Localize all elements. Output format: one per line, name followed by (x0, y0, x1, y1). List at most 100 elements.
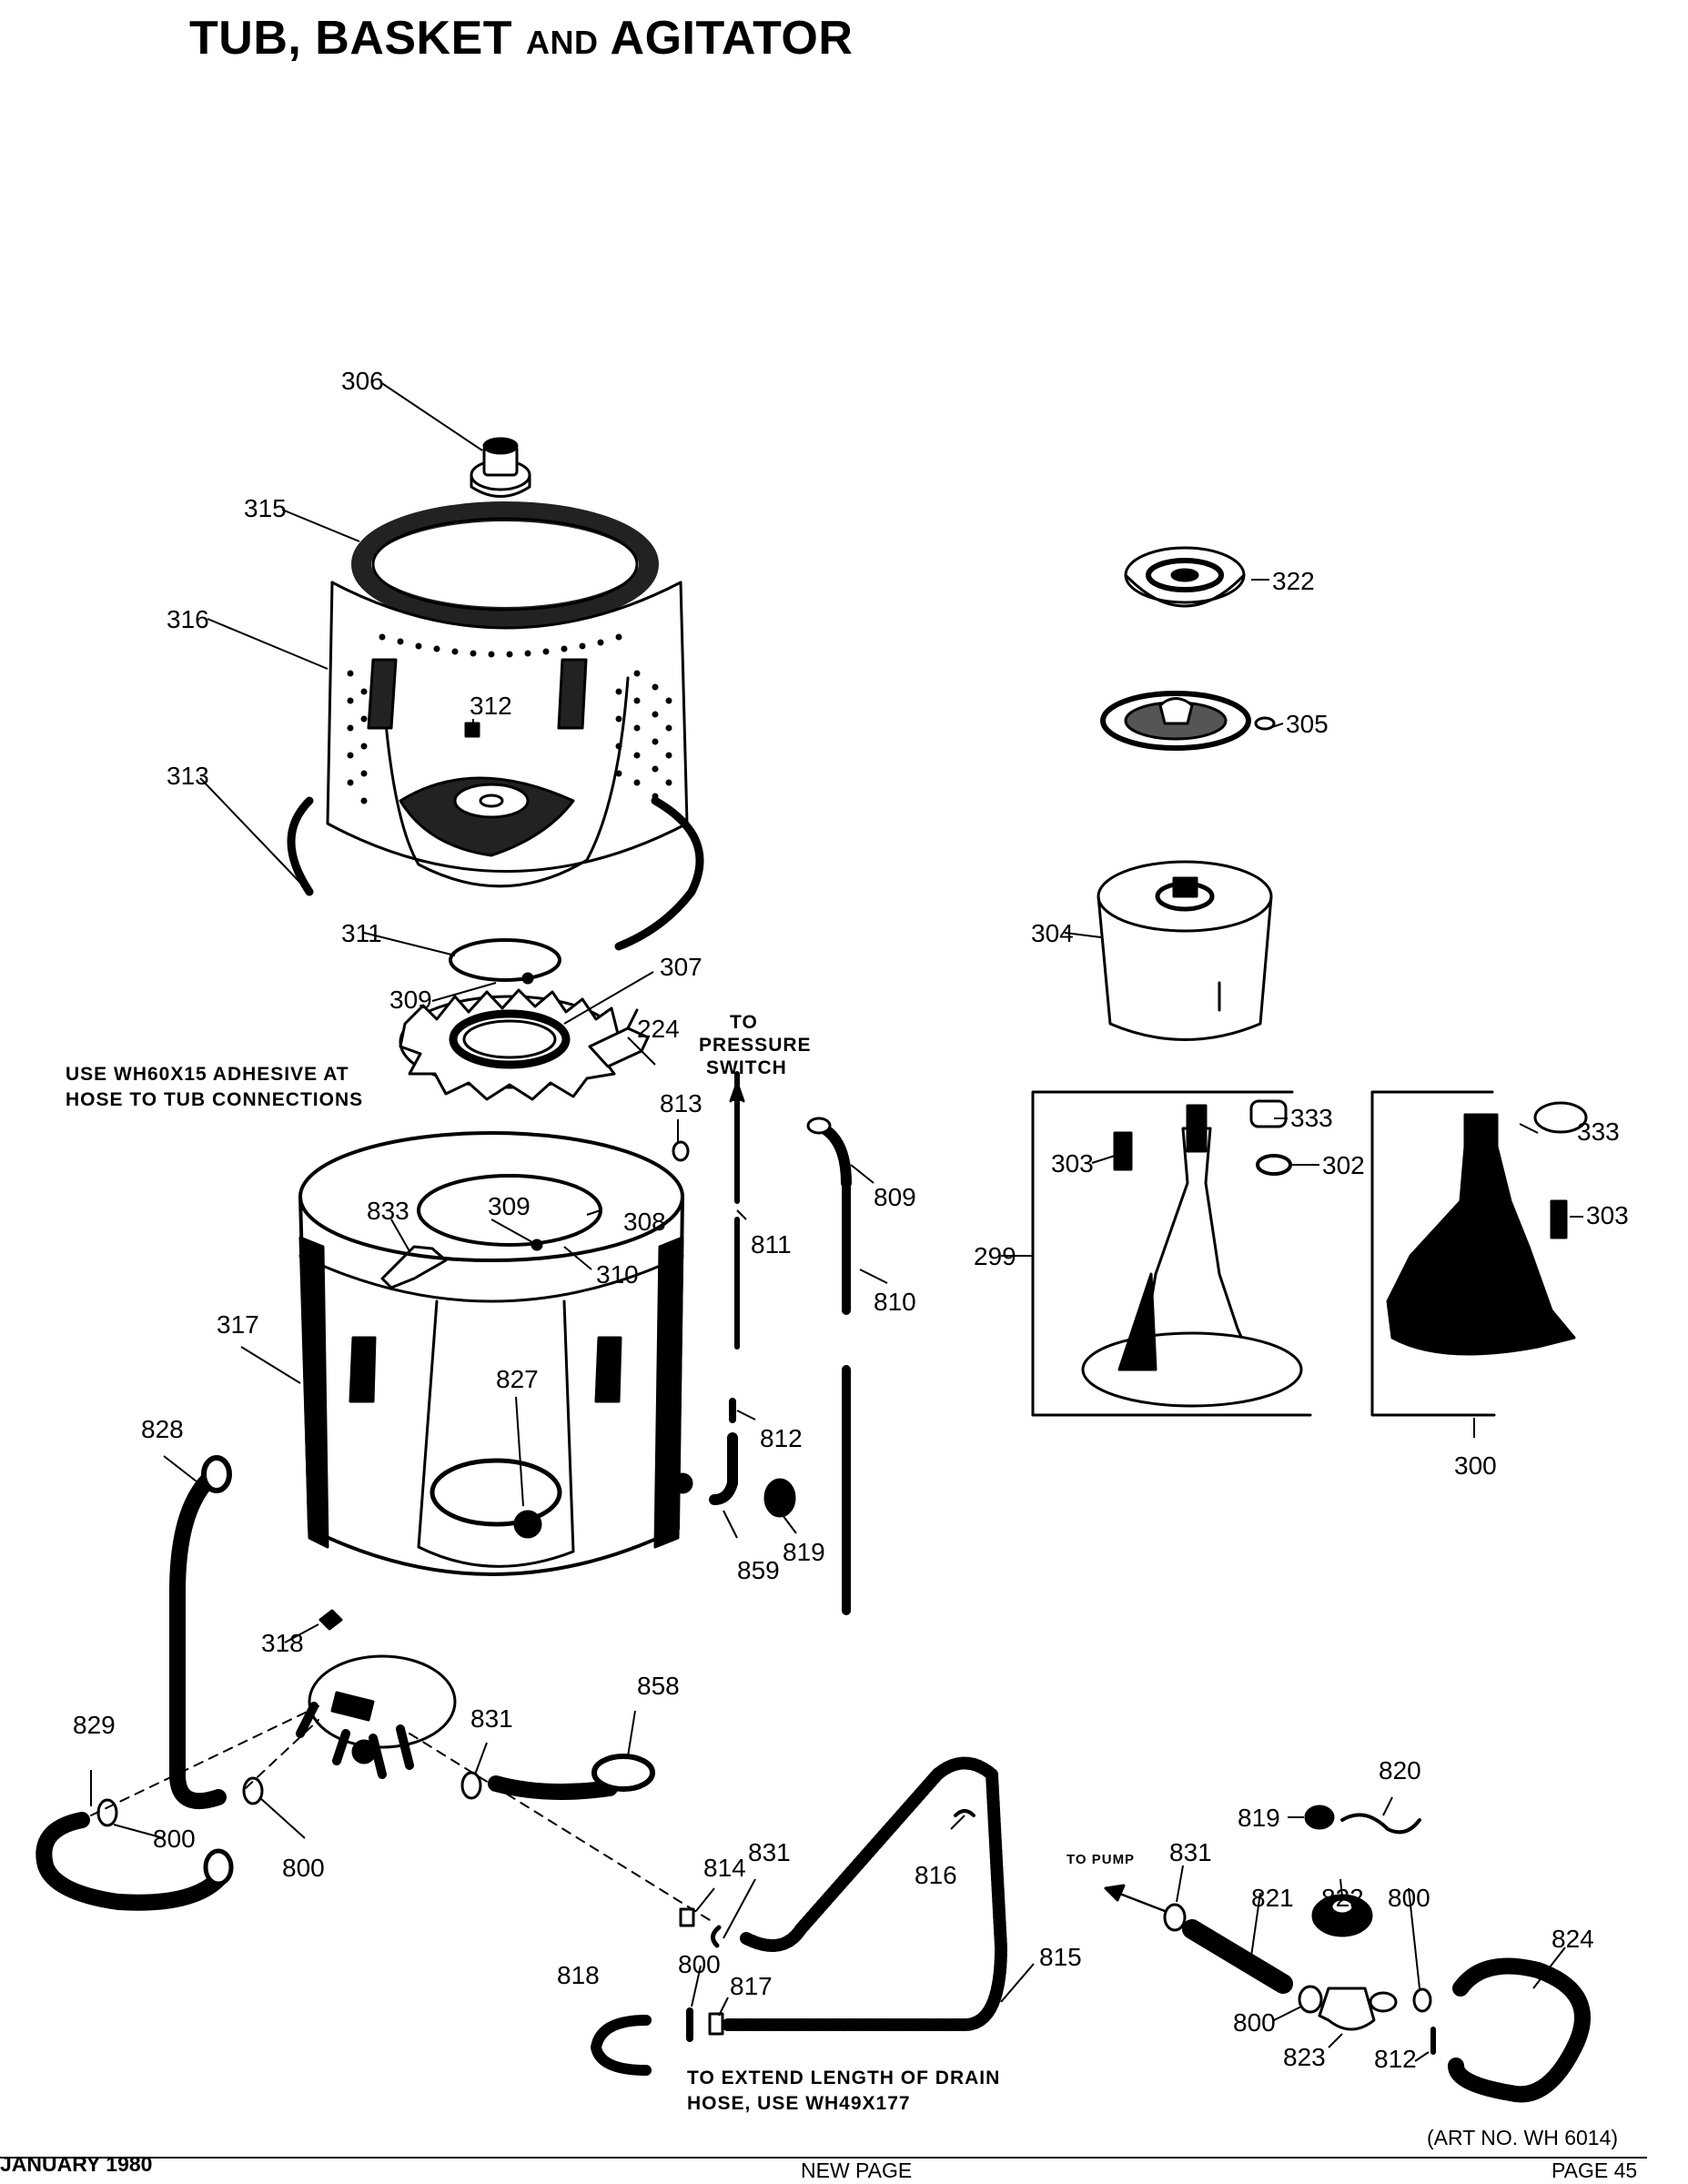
label-300: 300 (1454, 1451, 1497, 1480)
label-307: 307 (660, 953, 702, 981)
part-829-drawing (35, 1812, 227, 1911)
part-815-drawing (722, 1756, 1007, 2031)
leader-lines (90, 381, 1583, 2062)
label-800c: 800 (678, 1950, 721, 1978)
part-831b-drawing (711, 1925, 722, 1948)
clamp-831c (1163, 1903, 1187, 1932)
label-812a: 812 (760, 1424, 803, 1452)
part-818-drawing (591, 2015, 652, 2076)
label-800b: 800 (282, 1854, 325, 1882)
part-823-drawing (1318, 1987, 1376, 2031)
label-302: 302 (1322, 1151, 1365, 1179)
part-816-drawing (954, 1809, 975, 1817)
pressure-note-line3: SWITCH (706, 1057, 787, 1078)
label-819b: 819 (1238, 1804, 1280, 1832)
label-303b: 303 (1586, 1201, 1629, 1229)
part-322-drawing (1124, 546, 1246, 608)
part-821-drawing (1182, 1919, 1293, 1994)
agitator-box-300 (1370, 1090, 1588, 1417)
clamp-800b (242, 1776, 264, 1805)
label-800d: 800 (1388, 1884, 1430, 1912)
label-817: 817 (730, 1972, 773, 2000)
label-824: 824 (1552, 1925, 1594, 1953)
part-307-drawing (399, 988, 621, 1101)
label-818: 818 (557, 1961, 600, 1989)
label-828: 828 (141, 1415, 184, 1443)
part-819b-drawing (1304, 1805, 1335, 1830)
label-800e: 800 (1233, 2008, 1276, 2037)
label-333b: 333 (1577, 1117, 1620, 1146)
drain-note-line2: HOSE, USE WH49X177 (687, 2093, 911, 2114)
label-322: 322 (1272, 567, 1315, 595)
label-333a: 333 (1290, 1104, 1333, 1132)
label-309b: 309 (488, 1192, 531, 1220)
part-306-drawing (470, 437, 531, 498)
title-and: AND (526, 24, 599, 61)
label-831a: 831 (470, 1704, 513, 1733)
label-315: 315 (244, 494, 287, 522)
label-822: 822 (1321, 1884, 1364, 1912)
label-313: 313 (167, 762, 209, 790)
label-812b: 812 (1374, 2045, 1417, 2073)
label-317: 317 (217, 1310, 259, 1339)
basket-holes (347, 633, 672, 804)
to-pump-label: TO PUMP (1066, 1852, 1135, 1867)
title-part2: AGITATOR (610, 12, 854, 65)
pressure-note-line2: PRESSURE (699, 1035, 812, 1056)
label-819a: 819 (783, 1538, 825, 1566)
part-305-drawing (1100, 691, 1276, 751)
label-304: 304 (1031, 919, 1074, 947)
label-224: 224 (637, 1015, 680, 1043)
pump-drawing (296, 1654, 457, 1779)
part-311-drawing (449, 938, 561, 982)
part-814-drawing (679, 1907, 695, 1927)
callout-labels: 306 315 316 312 313 311 309 307 224 813 … (73, 367, 1629, 2073)
label-810: 810 (874, 1288, 916, 1316)
art-number: (ART NO. WH 6014) (1427, 2126, 1619, 2149)
footer-page-number: PAGE 45 (1552, 2159, 1638, 2182)
part-819a-drawing (763, 1478, 796, 1518)
basket-drawing (326, 501, 689, 888)
part-318-drawing (318, 1609, 343, 1631)
part-828-drawing (169, 1471, 227, 1809)
label-815: 815 (1039, 1943, 1082, 1971)
agitator-box-299 (1031, 1090, 1312, 1417)
drain-note-line1: TO EXTEND LENGTH OF DRAIN (687, 2068, 1000, 2088)
part-813-drawing (672, 1140, 690, 1162)
label-308: 308 (623, 1208, 666, 1236)
label-305: 305 (1286, 710, 1329, 738)
label-303a: 303 (1051, 1149, 1094, 1178)
part-809-drawing (818, 1123, 852, 1188)
label-858: 858 (637, 1672, 680, 1700)
footer-date: JANUARY 1980 (0, 2152, 153, 2176)
clamp-800e (1412, 1987, 1432, 2013)
label-820: 820 (1379, 1756, 1421, 1785)
label-823: 823 (1283, 2043, 1326, 2071)
label-814: 814 (703, 1854, 746, 1882)
part-304-drawing (1097, 860, 1273, 1041)
label-318: 318 (261, 1629, 304, 1657)
part-824-drawing (1448, 1957, 1591, 2103)
label-316: 316 (167, 605, 209, 633)
label-833: 833 (367, 1197, 409, 1225)
part-859-drawing (709, 1432, 738, 1505)
outer-tub-drawing (298, 1131, 693, 1576)
footer-rule (0, 2157, 1647, 2159)
label-813: 813 (660, 1089, 702, 1117)
label-310: 310 (596, 1260, 639, 1289)
label-311: 311 (341, 919, 382, 947)
label-809: 809 (874, 1183, 916, 1211)
part-820-drawing (1340, 1813, 1421, 1835)
label-827: 827 (496, 1365, 539, 1393)
clamp-831a (460, 1771, 482, 1800)
adhesive-note-line1: USE WH60X15 ADHESIVE AT (66, 1064, 349, 1085)
page-title: TUB, BASKET AND AGITATOR (189, 11, 853, 66)
label-306: 306 (341, 367, 384, 395)
pressure-note-line1: TO (730, 1012, 758, 1033)
adhesive-note-line2: HOSE TO TUB CONNECTIONS (66, 1089, 363, 1110)
footer-new-page: NEW PAGE (801, 2159, 913, 2182)
part-224-drawing (588, 1026, 650, 1068)
label-299: 299 (974, 1242, 1016, 1270)
